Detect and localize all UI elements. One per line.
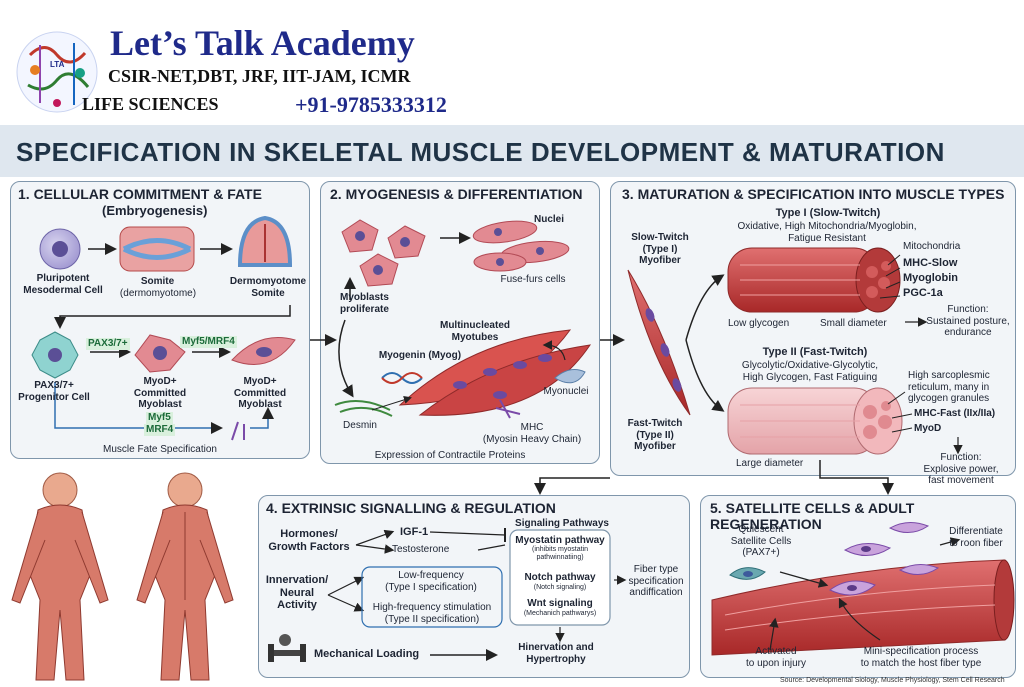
- myonuclei-label: Myonuclei: [543, 386, 589, 397]
- myotube-icon: [398, 329, 592, 416]
- somite-sub-label: (dermomyotome): [119, 288, 197, 299]
- myonucleus-icon: [554, 369, 586, 384]
- slow-fiber-label: Slow-Twitch (Type I) Myofiber: [631, 232, 689, 266]
- igf-label: IGF-1: [400, 526, 429, 538]
- hormones-label: Hormones/ Growth Factors: [268, 528, 350, 553]
- activated-label: Activated to upon injury: [745, 646, 807, 669]
- panel1-subtitle: (Embryogenesis): [102, 203, 208, 218]
- hinervation-label: Hinervation and Hypertrophy: [518, 642, 594, 665]
- wnt-sub-label: (Mechanich pathwarys): [523, 610, 597, 617]
- mhc-fast-label: MHC-Fast (IIx/IIa): [914, 408, 996, 419]
- muscle-fate-label: Muscle Fate Specification: [103, 444, 217, 455]
- proliferate-label: Myoblasts proliferate: [340, 292, 389, 315]
- mechanical-loading-label: Mechanical Loading: [314, 648, 420, 660]
- mhc-slow-label: MHC-Slow: [903, 257, 958, 269]
- myod-label-2: MyoD+ Committed Myoblast: [233, 376, 287, 410]
- function2-label: Function: Explosive power, fast movement: [923, 452, 999, 486]
- panel1-title: 1. CELLULAR COMMITMENT & FATE: [18, 186, 262, 202]
- mini-spec-label: Mini-specification process to match the …: [860, 646, 982, 669]
- academy-logo-icon: [16, 31, 98, 113]
- type1-title: Type I (Slow-Twitch): [775, 207, 881, 219]
- dumbbell-icon: [268, 634, 306, 662]
- myoglobin-label: Myoglobin: [903, 272, 958, 284]
- logo-text: LTA: [50, 60, 65, 69]
- regenerating-fiber-icon: [711, 522, 1015, 656]
- desmin-label: Desmin: [343, 420, 377, 431]
- testosterone-label: Testosterone: [392, 544, 450, 555]
- myod-label: MyoD: [914, 423, 942, 434]
- panel-extrinsic-signalling: [258, 495, 690, 678]
- type1-desc: Oxidative, High Mitochondria/Myoglobin, …: [737, 221, 917, 244]
- notch-sub-label: (Notch signaling): [533, 584, 587, 591]
- desmin-fiber-icon: [334, 400, 393, 417]
- myf5-tag: Myf5: [146, 412, 173, 424]
- small-diameter-label: Small diameter: [820, 318, 887, 329]
- pax-tag: PAX3/7+: [86, 338, 130, 350]
- function1-label: Function: Sustained posture, endurance: [926, 304, 1010, 338]
- dermomyotome-label: Dermomyotome Somite: [229, 276, 307, 299]
- differentiate-label: Differentiate to roon fiber: [949, 526, 1003, 549]
- phone-number: +91-9785333312: [295, 92, 447, 117]
- page-title: SPECIFICATION IN SKELETAL MUSCLE DEVELOP…: [16, 137, 945, 167]
- exam-list: CSIR-NET,DBT, JRF, IIT-JAM, ICMR: [108, 66, 411, 86]
- myogenin-label: Myogenin (Myog): [378, 350, 462, 361]
- type2-desc: Glycolytic/Oxidative-Glycolytic, High Gl…: [741, 360, 879, 383]
- mrf4-tag: MRF4: [144, 424, 176, 436]
- fast-twitch-fiber-icon: [727, 387, 903, 455]
- quiescent-label: Quiescent Satellite Cells (PAX7+): [730, 524, 792, 558]
- somite-icon: [119, 226, 195, 272]
- low-freq-label: Low-frequency (Type I specification): [385, 570, 477, 593]
- academy-name: Let’s Talk Academy: [110, 23, 415, 63]
- human-anatomy-figures: [11, 472, 234, 681]
- low-glycogen-label: Low glycogen: [728, 318, 790, 329]
- multinucleated-label: Multinucleated Myotubes: [439, 320, 510, 343]
- innervation-label: Innervation/ Neural Activity: [265, 574, 329, 612]
- myod-label-1: MyoD+ Committed Myoblast: [133, 376, 187, 410]
- myf-tag: Myf5/MRF4: [180, 336, 237, 348]
- myoblasts-cluster-icon: [341, 219, 426, 287]
- fiber-type-label: Fiber type specification andiffication: [628, 564, 684, 598]
- sarco-label: High sarcoplesmic reticulum, many in gly…: [908, 370, 990, 404]
- dermomyotome-icon: [237, 215, 293, 267]
- source-note: Source: Developmental Siology, Muscle Ph…: [780, 677, 1005, 684]
- mhc-label: MHC (Myosin Heavy Chain): [482, 422, 582, 445]
- large-diameter-label: Large diameter: [736, 458, 804, 469]
- slow-twitch-fiber-icon: [727, 247, 901, 313]
- notch-label: Notch pathway: [524, 572, 596, 583]
- fast-fiber-label: Fast-Twitch (Type II) Myofiber: [627, 418, 683, 452]
- high-freq-label: High-frequency stimulation (Type II spec…: [372, 602, 492, 625]
- myostatin-label: Myostatin pathway: [515, 535, 605, 546]
- panel5-title: 5. SATELLITE CELLS & ADULT REGENERATION: [710, 500, 915, 532]
- somite-label: Somite: [140, 276, 175, 287]
- myostatin-sub-label: (inhibits myostatin pathwinnatiing): [531, 546, 589, 562]
- type2-title: Type II (Fast-Twitch): [762, 346, 868, 358]
- fusing-cells-icon: [472, 220, 570, 272]
- panel3-title: 3. MATURATION & SPECIFICATION INTO MUSCL…: [622, 186, 1005, 202]
- wnt-label: Wnt signaling: [527, 598, 593, 609]
- nuclei-label: Nuclei: [534, 214, 565, 225]
- signaling-pathways-label: Signaling Pathways: [515, 518, 609, 529]
- subject-label: LIFE SCIENCES: [82, 94, 219, 114]
- myofiber-icon: [627, 269, 691, 416]
- progenitor-label: PAX3/7+ Progenitor Cell: [18, 380, 90, 403]
- fuse-label: Fuse-furs cells: [500, 274, 566, 285]
- expression-label: Expression of Contractile Proteins: [374, 450, 526, 461]
- title-band: [0, 125, 1024, 177]
- panel2-title: 2. MYOGENESIS & DIFFERENTIATION: [330, 186, 583, 202]
- pluripotent-label: Pluripotent Mesodermal Cell: [23, 273, 103, 296]
- pgc-label: PGC-1a: [903, 287, 943, 299]
- mitochondria-label: Mitochondria: [903, 241, 961, 252]
- panel4-title: 4. EXTRINSIC SIGNALLING & REGULATION: [266, 500, 556, 516]
